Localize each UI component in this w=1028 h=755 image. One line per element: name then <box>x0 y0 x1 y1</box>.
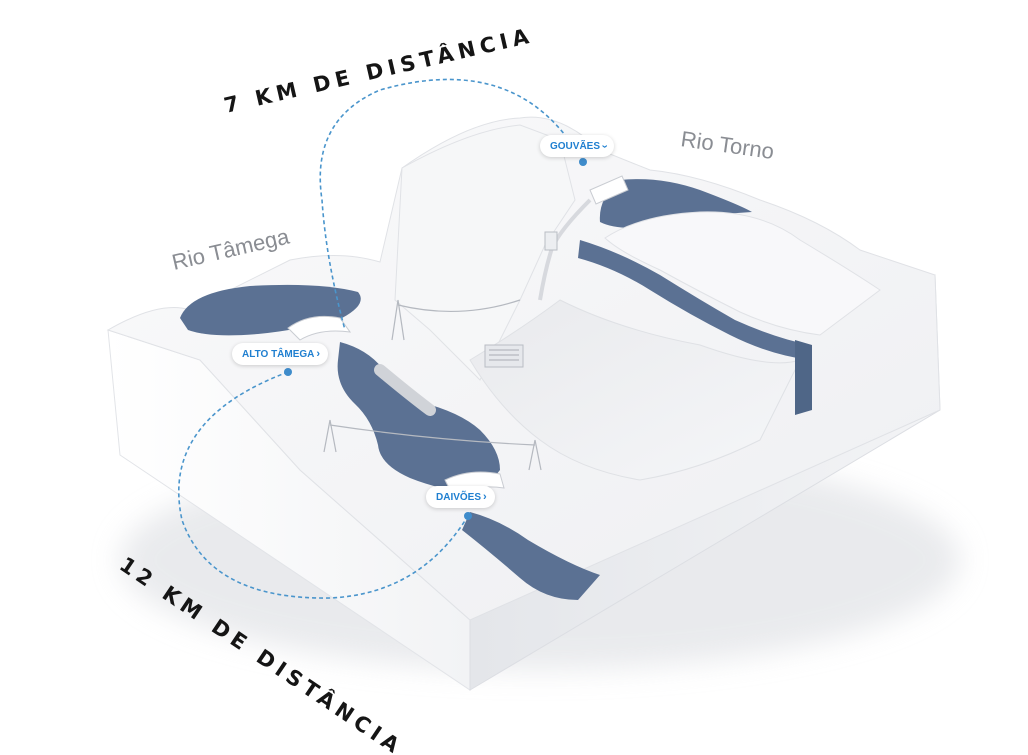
river-tamega-label: Rio Tâmega <box>170 223 293 274</box>
distance-top-label: 7 KM DE DISTÂNCIA <box>222 22 536 118</box>
alto-tamega-dam <box>287 315 352 341</box>
transmission-towers <box>323 299 542 471</box>
mountain-ridge <box>394 124 576 381</box>
power-station <box>484 231 558 368</box>
tamega-river <box>337 342 500 495</box>
route-7km <box>319 78 584 331</box>
gouvaes-label: GOUVÃES <box>550 140 601 152</box>
torno-river <box>578 240 810 360</box>
tunnel <box>374 364 436 416</box>
chevron-right-icon: › <box>316 347 321 360</box>
daivoes-outflow <box>462 512 600 600</box>
alto-tamega-marker <box>284 368 292 376</box>
chevron-down-icon: › <box>598 144 611 148</box>
river-torno-label: Rio Torno <box>679 126 775 164</box>
gouvaes-marker <box>579 158 587 166</box>
alto-tamega-label: ALTO TÂMEGA <box>242 348 315 360</box>
gouvaes-dam <box>589 175 629 205</box>
torno-plateau <box>604 211 881 336</box>
daivoes-button[interactable]: DAIVÕES › <box>426 486 495 508</box>
alto-tamega-button[interactable]: ALTO TÂMEGA › <box>232 343 329 365</box>
daivoes-label: DAIVÕES <box>436 491 482 503</box>
chevron-right-icon: › <box>483 490 487 503</box>
route-12km <box>178 371 469 599</box>
daivoes-marker <box>464 512 472 520</box>
torno-cut <box>795 340 812 415</box>
torno-reservoir <box>599 179 752 228</box>
gouvaes-button[interactable]: GOUVÃES › <box>540 135 614 157</box>
